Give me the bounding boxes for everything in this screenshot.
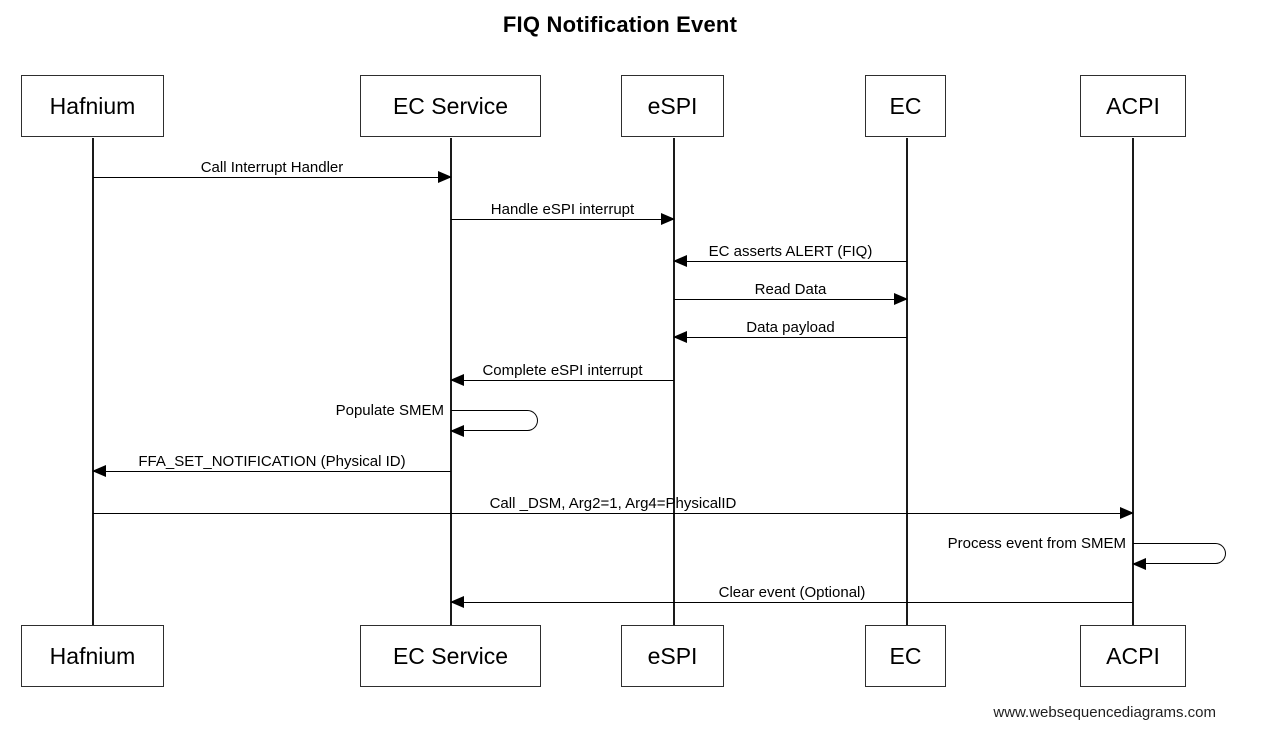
- actor-box-espi-top: eSPI: [621, 75, 724, 137]
- message-line: [93, 507, 1134, 519]
- message-line: [451, 213, 675, 225]
- message-call-interrupt-handler: Call Interrupt Handler: [93, 158, 452, 183]
- message-line: [92, 465, 451, 477]
- actor-box-espi-bottom: eSPI: [621, 625, 724, 687]
- message-line: [674, 293, 908, 305]
- message-ffa-set-notification: FFA_SET_NOTIFICATION (Physical ID): [92, 452, 451, 477]
- message-label: Call _DSM, Arg2=1, Arg4=PhysicalID: [489, 495, 737, 512]
- actor-label: EC Service: [392, 642, 509, 669]
- message-data-payload: Data payload: [673, 318, 907, 343]
- arrowhead-right-icon: [1120, 507, 1134, 519]
- actor-label: Hafnium: [49, 642, 136, 669]
- message-clear-event: Clear event (Optional): [450, 583, 1133, 608]
- watermark: www.websequencediagrams.com: [993, 704, 1216, 721]
- lifeline-ec: [906, 138, 908, 625]
- actor-box-hafnium-bottom: Hafnium: [21, 625, 164, 687]
- actor-box-ec-top: EC: [865, 75, 946, 137]
- message-handle-espi-interrupt: Handle eSPI interrupt: [451, 200, 675, 225]
- message-label: Call Interrupt Handler: [200, 159, 344, 176]
- message-read-data: Read Data: [674, 280, 908, 305]
- message-label: Complete eSPI interrupt: [482, 362, 643, 379]
- actor-label: eSPI: [647, 92, 698, 119]
- arrowhead-left-icon: [673, 331, 687, 343]
- message-label: Clear event (Optional): [718, 584, 866, 601]
- actor-label: EC Service: [392, 92, 509, 119]
- arrowhead-left-icon: [450, 596, 464, 608]
- lifeline-acpi: [1132, 138, 1134, 625]
- actor-box-ec-service-top: EC Service: [360, 75, 541, 137]
- message-label: EC asserts ALERT (FIQ): [708, 243, 873, 260]
- arrowhead-left-icon: [450, 425, 464, 437]
- message-line: [673, 255, 907, 267]
- actor-label: EC: [889, 642, 922, 669]
- actor-label: Hafnium: [49, 92, 136, 119]
- diagram-title: FIQ Notification Event: [502, 12, 738, 37]
- message-label: Handle eSPI interrupt: [490, 201, 635, 218]
- lifeline-hafnium: [92, 138, 94, 625]
- actor-box-acpi-bottom: ACPI: [1080, 625, 1186, 687]
- actor-label: EC: [889, 92, 922, 119]
- message-line: [93, 171, 452, 183]
- arrowhead-left-icon: [92, 465, 106, 477]
- actor-label: eSPI: [647, 642, 698, 669]
- message-label: FFA_SET_NOTIFICATION (Physical ID): [138, 453, 406, 470]
- message-complete-espi-interrupt: Complete eSPI interrupt: [450, 361, 674, 386]
- actor-label: ACPI: [1106, 92, 1160, 119]
- arrowhead-right-icon: [894, 293, 908, 305]
- arrowhead-right-icon: [438, 171, 452, 183]
- actor-box-hafnium-top: Hafnium: [21, 75, 164, 137]
- message-call-dsm: Call _DSM, Arg2=1, Arg4=PhysicalID: [93, 494, 1134, 519]
- self-message-populate-smem: Populate SMEM: [336, 402, 538, 437]
- arrowhead-left-icon: [673, 255, 687, 267]
- message-label: Populate SMEM: [335, 402, 444, 419]
- message-line: [450, 596, 1133, 608]
- message-label: Read Data: [754, 281, 827, 298]
- arrowhead-right-icon: [661, 213, 675, 225]
- lifeline-espi: [673, 138, 675, 625]
- actor-box-ec-service-bottom: EC Service: [360, 625, 541, 687]
- message-label: Process event from SMEM: [947, 535, 1126, 552]
- actor-box-acpi-top: ACPI: [1080, 75, 1186, 137]
- self-message-process-event-from-smem: Process event from SMEM: [948, 535, 1226, 570]
- actor-label: ACPI: [1106, 642, 1160, 669]
- arrowhead-left-icon: [450, 374, 464, 386]
- message-line: [673, 331, 907, 343]
- message-ec-asserts-alert: EC asserts ALERT (FIQ): [673, 242, 907, 267]
- message-line: [450, 374, 674, 386]
- message-label: Data payload: [746, 319, 835, 336]
- arrowhead-left-icon: [1132, 558, 1146, 570]
- actor-box-ec-bottom: EC: [865, 625, 946, 687]
